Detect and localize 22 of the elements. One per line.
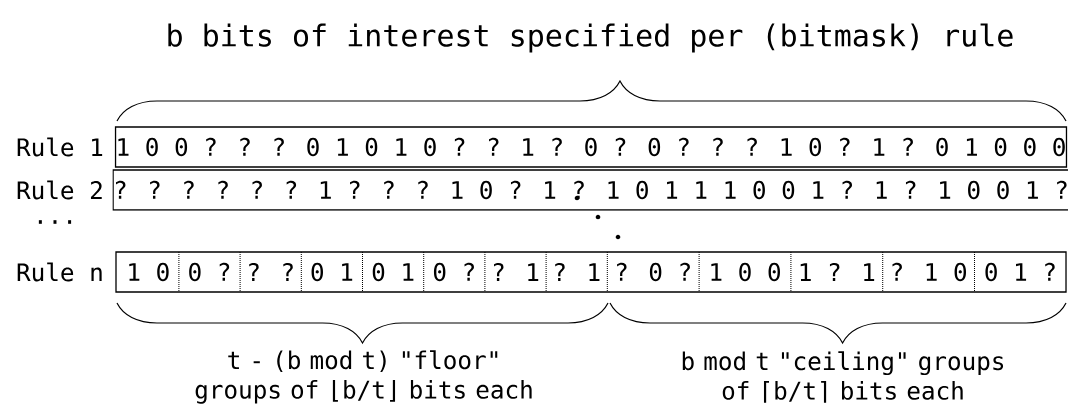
- brace-caption: b bits of interest specified per (bitmask) rule: [168, 23, 1013, 53]
- bit-group: 0 1: [372, 262, 414, 282]
- bit-group: ? 0 ?: [617, 262, 690, 282]
- bit-group: 0 1: [311, 262, 353, 282]
- bit-group: ? 1: [494, 263, 539, 281]
- bit-group: ? ?: [249, 263, 293, 281]
- bit-row-box: [115, 251, 1067, 293]
- bit-group: 0 ?: [433, 262, 474, 282]
- row-label: Rule 2: [17, 180, 102, 200]
- brace-caption: t - (b mod t) "floor" groups of ⌊b/t⌋ bits each: [195, 350, 532, 404]
- row-label: Rule 1: [17, 137, 103, 157]
- row-label: Rule n: [17, 262, 102, 282]
- bit-group: 0 1 ?: [985, 262, 1055, 282]
- bit-group: ? 1: [555, 263, 600, 281]
- ellipsis-label: ...: [38, 220, 72, 224]
- bit-group: 1 0 0: [711, 262, 780, 282]
- bit-group: 1 0: [129, 262, 169, 282]
- bit-group: 0 ?: [189, 262, 230, 282]
- bit-group: ? 1 0: [892, 262, 966, 282]
- bit-group: 1 ? 1: [800, 263, 875, 281]
- brace-caption: b mod t "ceiling" groups of ⌈b/t⌉ bits each: [682, 351, 1004, 403]
- bit-row-box: 1 0 0 ? ? ? 0 1 0 1 0 ? ? 1 ? 0 ? 0 ? ? ? 1 0 ? 1 ? 0 1 0 0 0: [114, 126, 1068, 168]
